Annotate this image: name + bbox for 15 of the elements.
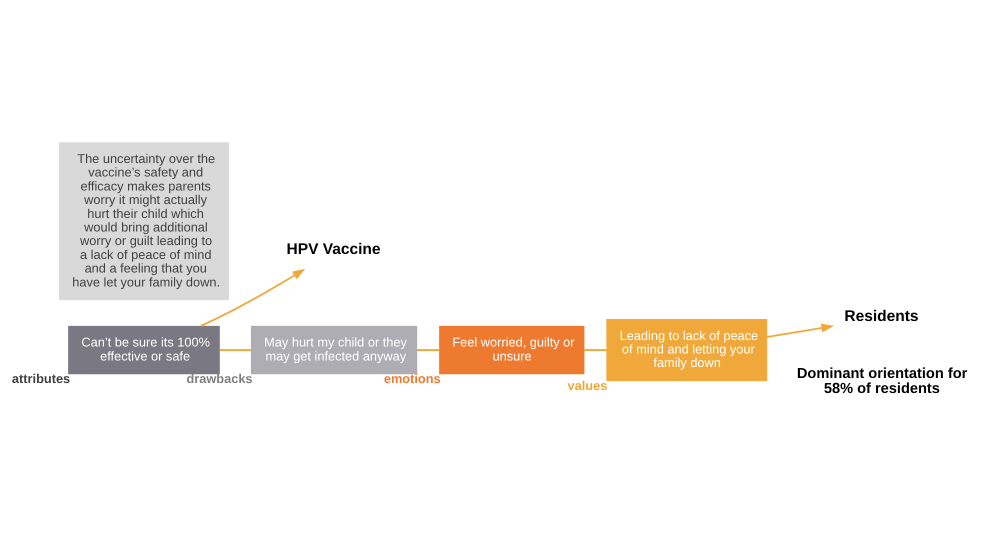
connector [220, 348, 252, 350]
connector [584, 348, 607, 350]
node-text: HPV Vaccine [286, 240, 381, 258]
node-label: values [568, 378, 608, 393]
connector [417, 348, 440, 350]
node-label: attributes [12, 370, 70, 386]
node-box: The uncertainty over the vaccine’s safety and efficacy makes parents worry it might actually hurt their child which would bring additional worry or guilt leading to a lack of peace of mind and a feeling that you have let your family down. [59, 142, 229, 300]
label: Dominant orientation for 58% of residents [796, 366, 968, 396]
node-box: May hurt my child or they may get infected anyway [250, 325, 418, 374]
node-box: Can’t be sure its 100% effective or safe [68, 325, 220, 374]
arrow [766, 323, 834, 338]
node-text: Residents [844, 307, 919, 324]
node-box: Leading to lack of peace of mind and letting your family down [606, 318, 768, 381]
node-box: Feel worried, guilty or unsure [439, 325, 584, 374]
arrow [200, 268, 306, 326]
